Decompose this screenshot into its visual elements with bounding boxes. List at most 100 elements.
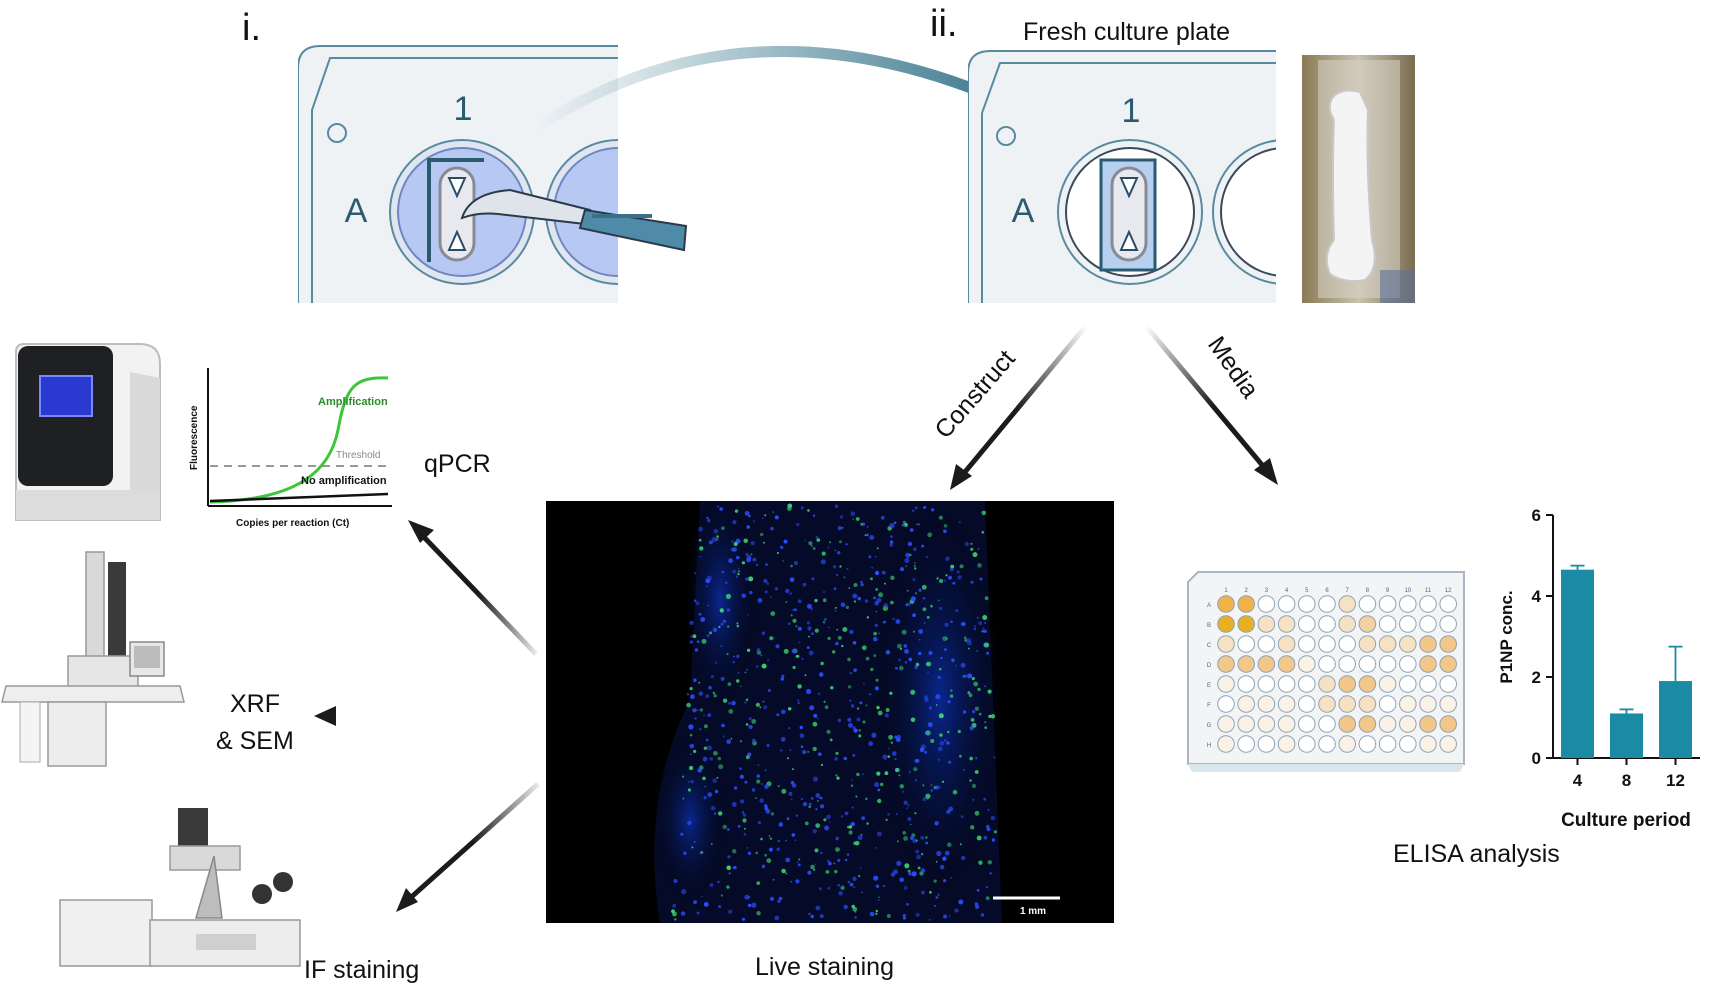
cell-dot <box>930 604 933 608</box>
cell-dot <box>692 708 697 713</box>
cell-dot <box>680 911 686 916</box>
cell-dot <box>687 820 692 826</box>
cell-dot <box>722 619 727 623</box>
cell-dot <box>816 538 821 542</box>
cell-dot <box>761 631 766 635</box>
cell-dot <box>845 543 848 546</box>
cell-dot <box>694 717 697 720</box>
cell-dot <box>709 883 714 887</box>
cell-dot <box>936 577 939 580</box>
cell-dot <box>828 821 831 824</box>
cell-dot <box>822 621 826 624</box>
cell-dot <box>751 719 757 724</box>
cell-dot <box>810 797 814 800</box>
plate-well <box>1257 595 1276 613</box>
cell-dot <box>898 774 901 777</box>
cell-dot <box>820 559 826 565</box>
plate-well <box>1378 655 1397 673</box>
bar <box>1659 681 1692 758</box>
cell-dot <box>972 552 978 558</box>
plate-well <box>1298 655 1316 673</box>
cell-dot <box>672 904 676 908</box>
cell-dot <box>938 515 944 520</box>
cell-dot <box>774 587 778 591</box>
cell-dot <box>770 896 774 901</box>
cell-dot <box>959 754 962 758</box>
cell-dot <box>851 779 853 782</box>
cell-dot <box>861 816 866 821</box>
live-staining-label: Live staining <box>755 953 894 981</box>
y-tick-label: 2 <box>1532 668 1541 687</box>
cell-dot <box>791 648 797 654</box>
qpcr-chart: Amplification Threshold No amplification… <box>189 368 392 529</box>
x-tick-label: 4 <box>1573 771 1583 790</box>
cell-dot <box>909 553 912 557</box>
cell-dot <box>991 838 996 842</box>
cell-dot <box>797 699 800 702</box>
if-staining-label: IF staining <box>304 956 419 984</box>
cell-dot <box>802 750 807 755</box>
cell-dot <box>734 509 739 513</box>
cell-dot <box>947 730 950 734</box>
plate-column-label: 9 <box>1386 588 1390 594</box>
cell-dot <box>899 877 904 883</box>
plate-well <box>1298 615 1316 633</box>
step-i-numeral: i. <box>242 7 261 49</box>
cell-dot <box>699 708 704 712</box>
construct-arrow <box>950 324 1088 490</box>
cell-dot <box>835 847 840 852</box>
cell-dot <box>721 526 725 530</box>
cell-dot <box>848 830 853 835</box>
cell-dot <box>878 632 880 635</box>
cell-dot <box>760 532 764 537</box>
cell-dot <box>688 724 694 730</box>
cell-dot <box>727 625 730 628</box>
cell-dot <box>853 886 855 889</box>
cell-dot <box>884 758 887 761</box>
cell-dot <box>748 576 754 582</box>
cell-dot <box>862 773 864 776</box>
cell-dot <box>941 780 945 783</box>
cell-dot <box>815 823 821 828</box>
plate-well <box>1358 655 1377 673</box>
cell-dot <box>951 582 955 585</box>
cell-dot <box>791 833 796 837</box>
cell-dot <box>912 578 916 581</box>
plate-column-label: 1 <box>1224 588 1228 594</box>
plate-well <box>1378 635 1397 653</box>
cell-dot <box>984 721 987 724</box>
cell-dot <box>909 823 912 826</box>
cell-dot <box>973 627 976 631</box>
arrow-to-if-staining <box>396 782 540 912</box>
cell-dot <box>839 515 844 519</box>
cell-dot <box>873 875 879 881</box>
cell-dot <box>698 681 701 684</box>
cell-dot <box>818 672 824 677</box>
cell-dot <box>808 650 814 656</box>
cell-dot <box>696 911 700 915</box>
cell-dot <box>976 616 980 619</box>
cell-dot <box>744 894 750 900</box>
cell-dot <box>720 645 723 648</box>
cell-dot <box>849 882 854 887</box>
cell-dot <box>777 899 781 904</box>
cell-dot <box>709 631 712 635</box>
cell-dot <box>993 756 996 759</box>
cell-dot <box>761 663 767 669</box>
cell-dot <box>939 733 943 737</box>
cell-dot <box>983 797 987 801</box>
cell-dot <box>745 723 749 726</box>
cell-dot <box>808 802 812 806</box>
cell-dot <box>868 741 874 747</box>
cell-dot <box>672 911 677 917</box>
cell-dot <box>852 518 854 521</box>
plate-well <box>1439 615 1457 633</box>
cell-dot <box>710 843 713 845</box>
cell-dot <box>774 515 779 520</box>
cell-dot <box>809 705 815 711</box>
plate-well <box>1217 655 1235 673</box>
cell-dot <box>702 756 708 762</box>
cell-dot <box>762 541 765 544</box>
cell-dots <box>671 503 998 921</box>
cell-dot <box>686 692 690 696</box>
